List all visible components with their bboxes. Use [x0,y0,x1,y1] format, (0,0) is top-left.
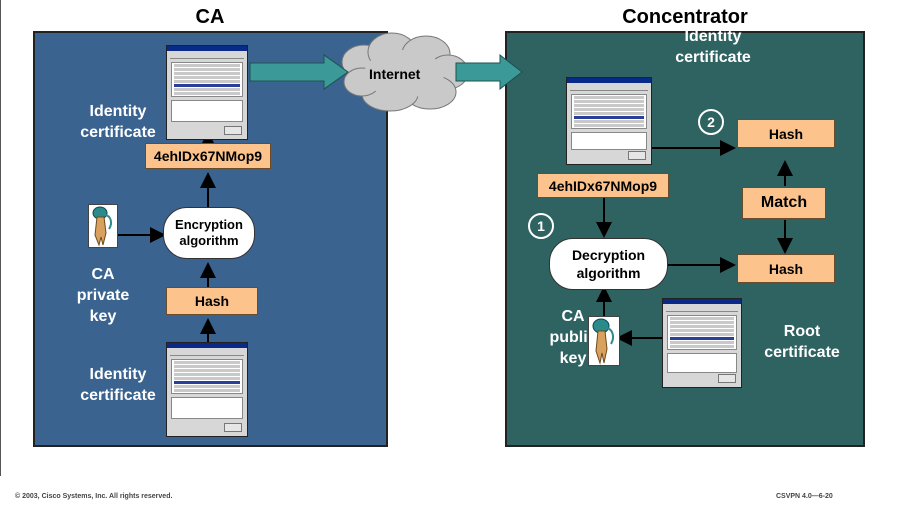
concentrator-hash-value-box: 4ehIDx67NMop9 [537,173,669,198]
copyright-footer: © 2003, Cisco Systems, Inc. All rights r… [15,493,173,500]
ca-hash-box: Hash [166,287,258,315]
encryption-algorithm-oval: Encryption algorithm [163,207,255,259]
ca-heading: CA [195,6,225,28]
decryption-algorithm-oval: Decryption algorithm [549,238,668,290]
step-1-badge: 1 [528,213,554,239]
match-box: Match [742,187,826,219]
ca-identity-certificate-top-icon [166,45,248,140]
concentrator-identity-certificate-label: Identity certificate [675,28,751,66]
concentrator-heading: Concentrator [622,6,748,28]
ca-public-key-label: CA public key [549,308,597,367]
slide-left-border [0,0,1,476]
root-certificate-label: Root certificate [764,323,840,361]
ca-public-key-icon [588,316,620,366]
step-2-badge: 2 [698,109,724,135]
ca-identity-certificate-top-label: Identity certificate [80,103,156,141]
ca-identity-certificate-bottom-icon [166,342,248,437]
internet-label: Internet [369,66,421,82]
ca-private-key-label: CA private key [76,266,130,325]
course-code-footer: CSVPN 4.0—6-20 [776,493,833,500]
ca-hash-value-box: 4ehIDx67NMop9 [145,143,271,169]
root-certificate-icon [662,298,742,388]
ca-identity-certificate-bottom-label: Identity certificate [80,366,156,404]
concentrator-hash-bottom-box: Hash [737,254,835,283]
arrow-to-concentrator [455,53,523,91]
concentrator-identity-certificate-icon [566,77,652,165]
arrow-to-internet [249,54,349,90]
concentrator-hash-top-box: Hash [737,119,835,148]
ca-private-key-icon [88,204,118,248]
